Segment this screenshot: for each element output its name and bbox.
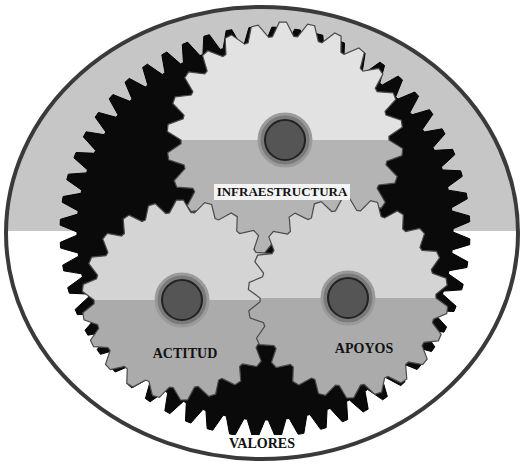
gear-label: VALORES xyxy=(226,435,298,452)
gear-shape xyxy=(248,198,448,398)
gear-label: INFRAESTRUCTURA xyxy=(214,184,351,200)
gear-hub-ring xyxy=(259,114,311,166)
gear-hub xyxy=(328,278,368,318)
gear-hub-ring xyxy=(322,272,374,324)
gear-left: ACTITUD xyxy=(82,200,282,400)
gear-right: APOYOS xyxy=(248,198,448,398)
outer-border xyxy=(6,7,518,459)
gear-hub xyxy=(162,280,202,320)
gear-hub-ring xyxy=(156,274,208,326)
outer-ring: INFRAESTRUCTURA ACTITUD APOYOS VALORES xyxy=(4,5,520,461)
gear-label: APOYOS xyxy=(332,340,396,357)
gear-body xyxy=(248,198,447,398)
gear-shape xyxy=(82,200,282,400)
gear-body xyxy=(82,200,281,400)
gear-hub xyxy=(265,120,305,160)
gear-label: ACTITUD xyxy=(150,345,221,362)
